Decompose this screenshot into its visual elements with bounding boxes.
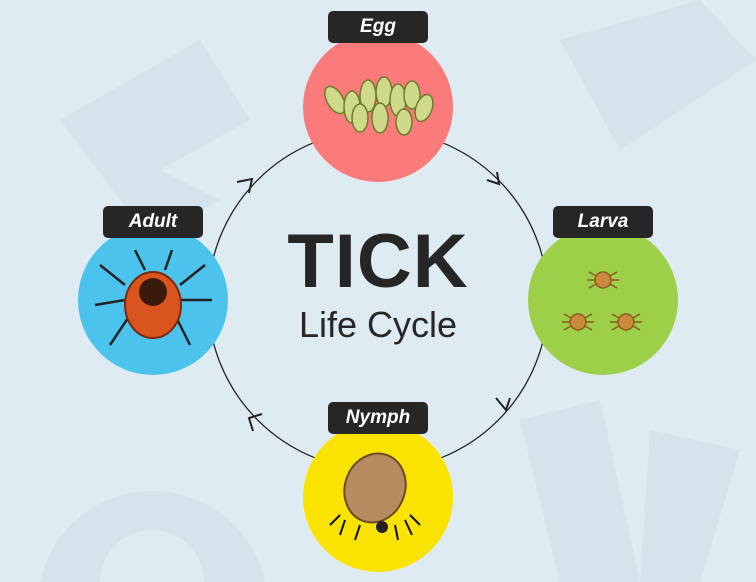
- stage-label-larva: Larva: [553, 206, 653, 238]
- nymph-icon: [329, 452, 421, 541]
- arrow-icon: [236, 177, 254, 194]
- larva-icon: [562, 271, 642, 331]
- diagram-subtitle: Life Cycle: [298, 304, 458, 345]
- diagram-title: TICK: [287, 219, 469, 304]
- larva-stage-circle: [528, 225, 678, 375]
- adult-tick-icon: [94, 249, 212, 346]
- arrow-icon: [495, 397, 511, 413]
- stage-label-adult: Adult: [103, 206, 203, 238]
- stage-label-nymph: Nymph: [328, 402, 428, 434]
- cycle-arrows: [236, 171, 511, 432]
- arrow-icon: [247, 413, 263, 432]
- eggs-icon: [324, 76, 434, 136]
- stage-label-egg: Egg: [328, 11, 428, 43]
- arrow-icon: [486, 171, 501, 186]
